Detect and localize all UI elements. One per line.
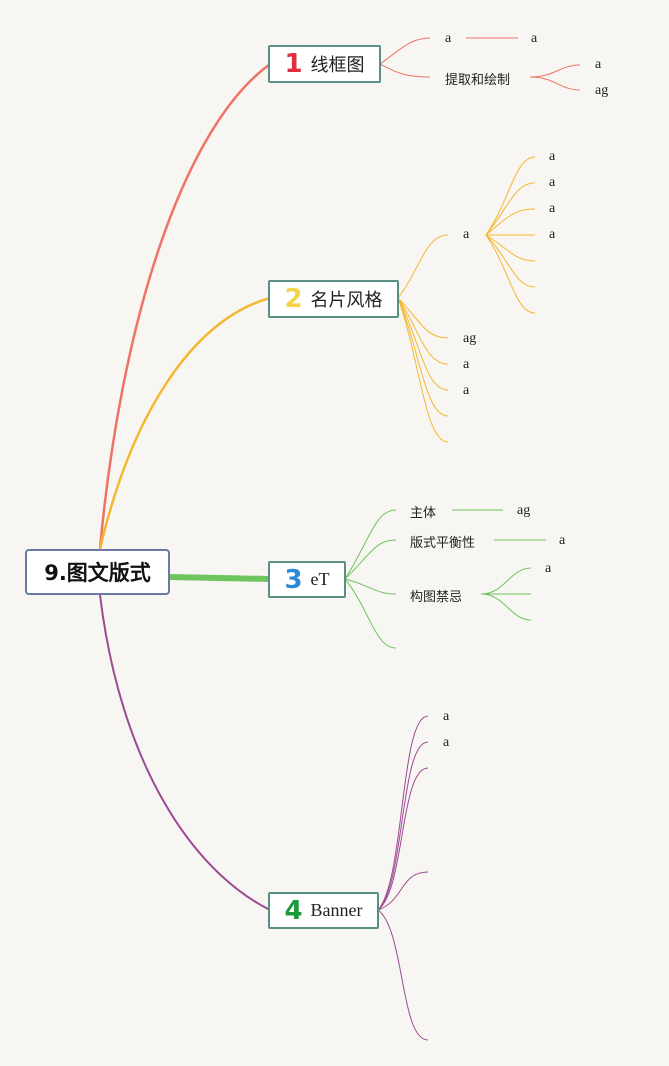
branch-node-2[interactable]: 2 名片风格 — [268, 280, 399, 318]
branch-node-4[interactable]: 4 Banner — [268, 892, 379, 929]
b2-child-a[interactable]: a — [463, 227, 470, 242]
b1-child-extract-a[interactable]: a — [595, 57, 602, 72]
branch-label-3: eT — [310, 569, 330, 589]
b3-line-empty — [344, 578, 397, 649]
b1-line-extract-a — [529, 64, 581, 78]
branch-line-3 — [169, 574, 271, 582]
b1-line-extract-ag — [529, 76, 581, 91]
b2-sub-3 — [485, 208, 536, 236]
b2-child-a3[interactable]: a — [463, 383, 470, 398]
b2-sub-6 — [485, 234, 536, 288]
branch-node-1[interactable]: 1 线框图 — [268, 45, 381, 83]
number-3-icon: 3 — [284, 564, 303, 595]
b2-sub-7 — [485, 234, 536, 314]
number-2-icon: 2 — [284, 284, 303, 314]
root-node[interactable]: 9.图文版式 — [25, 549, 170, 595]
b3-child-balance[interactable]: 版式平衡性 — [410, 536, 476, 551]
b3-line-taboo-1 — [480, 567, 532, 595]
b2-sub-5 — [485, 234, 536, 262]
b2-line-ag — [397, 297, 449, 339]
b3-line-taboo — [344, 578, 397, 595]
b4-line-4 — [377, 871, 429, 911]
b2-leaf-4[interactable]: a — [549, 227, 556, 242]
b4-line-2 — [377, 741, 429, 911]
root-title: 9.图文版式 — [44, 561, 151, 585]
b2-leaf-2[interactable]: a — [549, 175, 556, 190]
b1-line-extract — [379, 63, 431, 78]
b1-line-a — [379, 37, 431, 65]
b2-leaf-3[interactable]: a — [549, 201, 556, 216]
b4-line-3 — [377, 767, 429, 911]
branch-label-4: Banner — [310, 900, 363, 920]
b4-child-a1[interactable]: a — [443, 709, 450, 724]
number-1-icon: 1 — [284, 49, 303, 79]
b2-sub-2 — [485, 182, 536, 236]
b3-line-subject — [344, 509, 397, 580]
b2-line-a3 — [397, 297, 449, 391]
b4-line-5 — [377, 909, 429, 1041]
b4-child-a2[interactable]: a — [443, 735, 450, 750]
b2-line-e1 — [397, 297, 449, 417]
b2-child-a2[interactable]: a — [463, 357, 470, 372]
b2-child-ag[interactable]: ag — [463, 331, 477, 346]
b4-line-1 — [377, 715, 429, 911]
b2-sub-1 — [485, 156, 536, 236]
branch-line-4 — [99, 594, 271, 911]
b1-child-a-leaf[interactable]: a — [531, 31, 538, 46]
b2-line-a — [397, 234, 449, 299]
b3-child-taboo[interactable]: 构图禁忌 — [410, 590, 463, 605]
b3-child-balance-a[interactable]: a — [559, 533, 566, 548]
b3-line-taboo-3 — [480, 593, 532, 621]
b2-line-a2 — [397, 297, 449, 365]
b3-child-taboo-a[interactable]: a — [545, 561, 552, 576]
b3-line-balance — [344, 539, 397, 580]
b2-leaf-1[interactable]: a — [549, 149, 556, 164]
b1-child-a[interactable]: a — [445, 31, 452, 46]
branch-label-1: 线框图 — [310, 55, 365, 76]
b3-child-subject[interactable]: 主体 — [410, 506, 437, 521]
branch-line-2 — [98, 296, 271, 550]
branch-line-1 — [98, 62, 271, 550]
b2-line-e2 — [397, 297, 449, 443]
b1-child-extract[interactable]: 提取和绘制 — [445, 73, 511, 88]
b1-child-extract-ag[interactable]: ag — [595, 83, 609, 98]
branch-node-3[interactable]: 3 eT — [268, 561, 346, 598]
number-4-icon: 4 — [284, 895, 303, 926]
branch-label-2: 名片风格 — [310, 290, 383, 311]
b3-child-subject-ag[interactable]: ag — [517, 503, 531, 518]
